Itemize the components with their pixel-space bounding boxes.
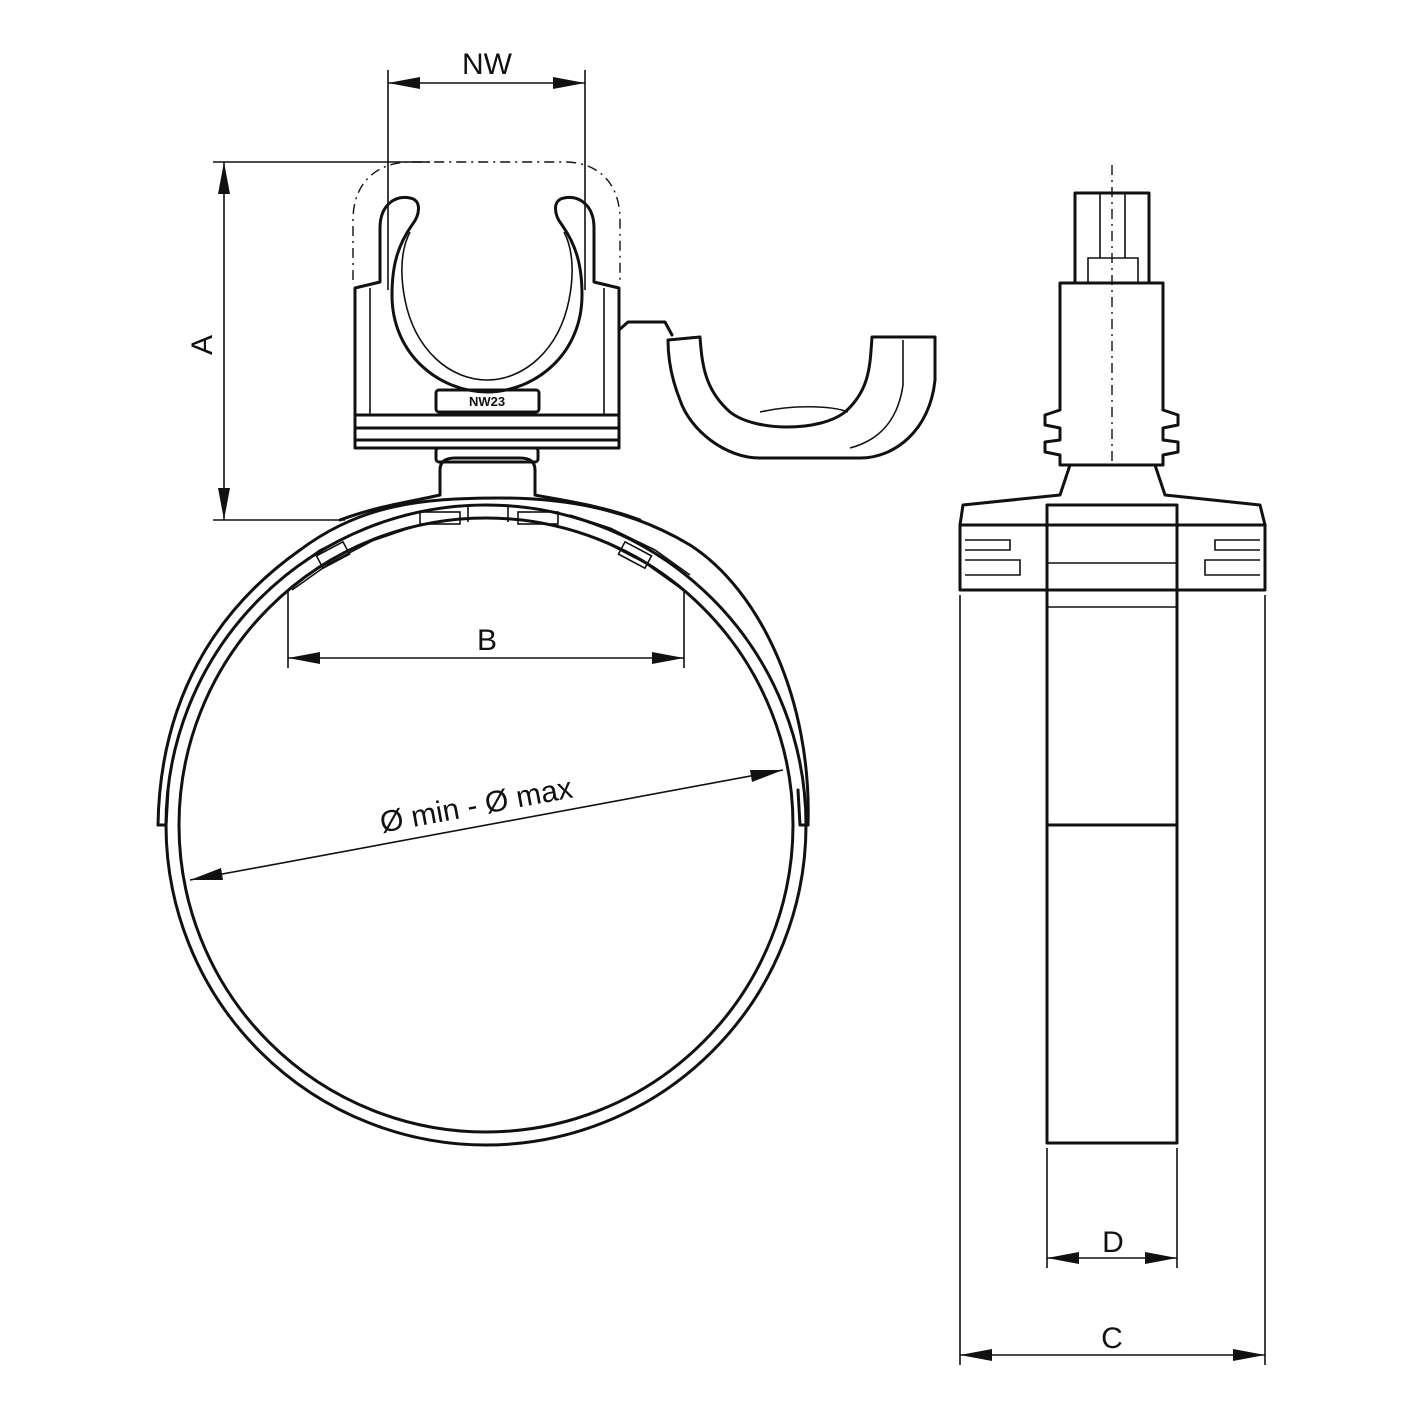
- label-a: A: [186, 335, 219, 355]
- side-post-detail: [1087, 193, 1139, 284]
- clip-body: [353, 195, 621, 450]
- clip-open-outline: [352, 161, 621, 280]
- pipe-inner-circle: [177, 516, 795, 1134]
- front-view: NW23: [156, 161, 937, 1147]
- dimension-d: D: [1046, 1148, 1178, 1268]
- side-band-thin-seams: [1047, 562, 1177, 608]
- size-plate: [434, 388, 541, 414]
- clip-stud: [434, 446, 540, 464]
- label-d: D: [1102, 1226, 1124, 1259]
- side-band-top: [958, 523, 1267, 592]
- label-diameter: Ø min - Ø max: [377, 772, 575, 840]
- clip-inner-ring: [401, 231, 573, 381]
- dimension-c: C: [959, 595, 1266, 1365]
- size-plate-text: NW23: [469, 394, 505, 409]
- clip-lid: [666, 335, 937, 460]
- dimension-b: B: [287, 590, 685, 668]
- dimension-nw: NW: [387, 48, 586, 290]
- clip-saddle: [338, 456, 642, 522]
- band-outer-arc: [156, 496, 810, 827]
- label-b: B: [477, 624, 497, 657]
- label-nw: NW: [462, 48, 513, 81]
- dimension-a: A: [186, 161, 430, 521]
- clip-side-lines: [369, 288, 605, 415]
- hinge-strap: [617, 320, 674, 337]
- side-saddle: [958, 463, 1267, 527]
- band-clamp-segments: [284, 505, 691, 591]
- clip-lid-inner: [759, 340, 904, 449]
- clip-base-strip: [353, 413, 621, 442]
- side-band-hooks: [965, 539, 1260, 576]
- side-post-body: [1043, 281, 1180, 467]
- side-view: [958, 165, 1267, 1145]
- label-c: C: [1101, 1322, 1123, 1355]
- pipe-outer-circle: [164, 503, 808, 1147]
- dimension-diameter: Ø min - Ø max: [189, 769, 784, 881]
